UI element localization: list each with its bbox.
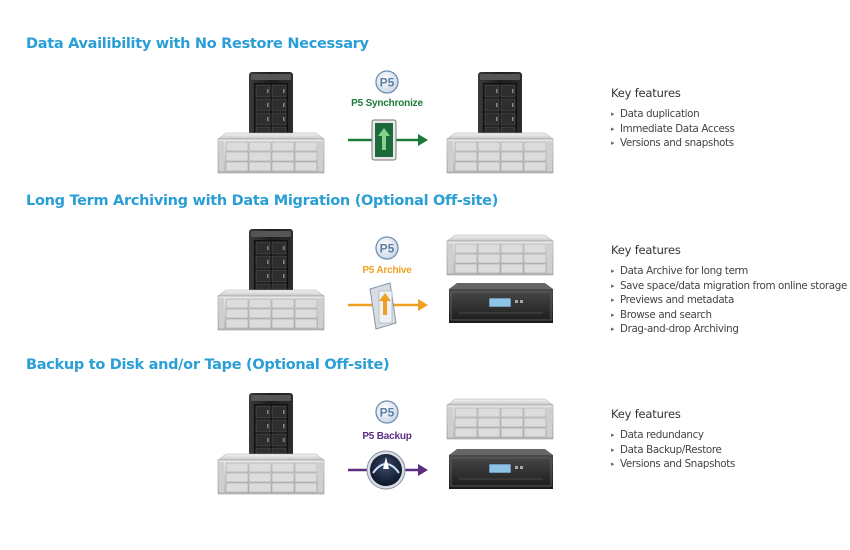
feature-item: ▸Data duplication <box>611 108 700 120</box>
section-archive: Long Term Archiving with Data Migration … <box>0 193 850 358</box>
feature-item: ▸Save space/data migration from online s… <box>611 279 847 292</box>
bullet-icon: ▸ <box>611 281 615 290</box>
key-features-heading: Key features <box>611 407 681 421</box>
key-features-heading: Key features <box>611 243 681 257</box>
rack-storage-icon <box>217 453 325 495</box>
rack-storage-icon <box>446 398 554 440</box>
mode-label: P5 Backup <box>362 431 412 442</box>
section-title: Data Availibility with No Restore Necess… <box>26 36 369 52</box>
rack-storage-icon <box>446 132 554 174</box>
section-title: Long Term Archiving with Data Migration … <box>26 193 499 209</box>
bullet-icon: ▸ <box>611 431 615 439</box>
bullet-icon: ▸ <box>611 445 615 454</box>
feature-item: ▸Drag-and-drop Archiving <box>611 323 739 336</box>
bullet-icon: ▸ <box>611 110 615 118</box>
rack-storage-icon <box>446 234 554 276</box>
rack-storage-icon <box>217 289 325 331</box>
feature-list: ▸Data redundancy ▸Data Backup/Restore ▸V… <box>611 428 849 472</box>
feature-list: ▸Data Archive for long term ▸Save space/… <box>611 264 849 337</box>
feature-list: ▸Data duplication ▸Immediate Data Access… <box>611 107 849 151</box>
bullet-icon: ▸ <box>611 296 615 305</box>
feature-item: ▸Data Archive for long term <box>611 265 748 277</box>
bullet-icon: ▸ <box>611 325 615 334</box>
synchronize-icon <box>348 119 428 161</box>
mode-label: P5 Archive <box>362 265 412 276</box>
feature-item: ▸Versions and Snapshots <box>611 458 735 471</box>
mode-label: P5 Synchronize <box>351 98 423 109</box>
bullet-icon: ▸ <box>611 267 615 275</box>
feature-item: ▸Data redundancy <box>611 429 704 441</box>
rack-storage-icon <box>217 132 325 174</box>
key-features: Key features ▸Data redundancy ▸Data Back… <box>611 407 849 472</box>
key-features: Key features ▸Data Archive for long term… <box>611 243 849 337</box>
p5-logo-icon <box>375 400 399 424</box>
bullet-icon: ▸ <box>611 139 615 148</box>
bullet-icon: ▸ <box>611 124 615 133</box>
backup-icon <box>348 450 428 490</box>
section-backup: Backup to Disk and/or Tape (Optional Off… <box>0 357 850 522</box>
p5-logo-icon <box>375 70 399 94</box>
bullet-icon: ▸ <box>611 310 615 319</box>
feature-item: ▸Immediate Data Access <box>611 122 735 135</box>
tape-library-icon <box>448 282 554 324</box>
feature-item: ▸Data Backup/Restore <box>611 443 722 456</box>
p5-logo-icon <box>375 236 399 260</box>
tape-library-icon <box>448 448 554 490</box>
archive-icon <box>348 282 428 330</box>
feature-item: ▸Versions and snapshots <box>611 137 734 150</box>
section-title: Backup to Disk and/or Tape (Optional Off… <box>26 357 390 373</box>
bullet-icon: ▸ <box>611 460 615 469</box>
key-features: Key features ▸Data duplication ▸Immediat… <box>611 86 849 151</box>
feature-item: ▸Previews and metadata <box>611 294 734 307</box>
key-features-heading: Key features <box>611 86 681 100</box>
feature-item: ▸Browse and search <box>611 308 712 321</box>
section-synchronize: Data Availibility with No Restore Necess… <box>0 36 850 201</box>
